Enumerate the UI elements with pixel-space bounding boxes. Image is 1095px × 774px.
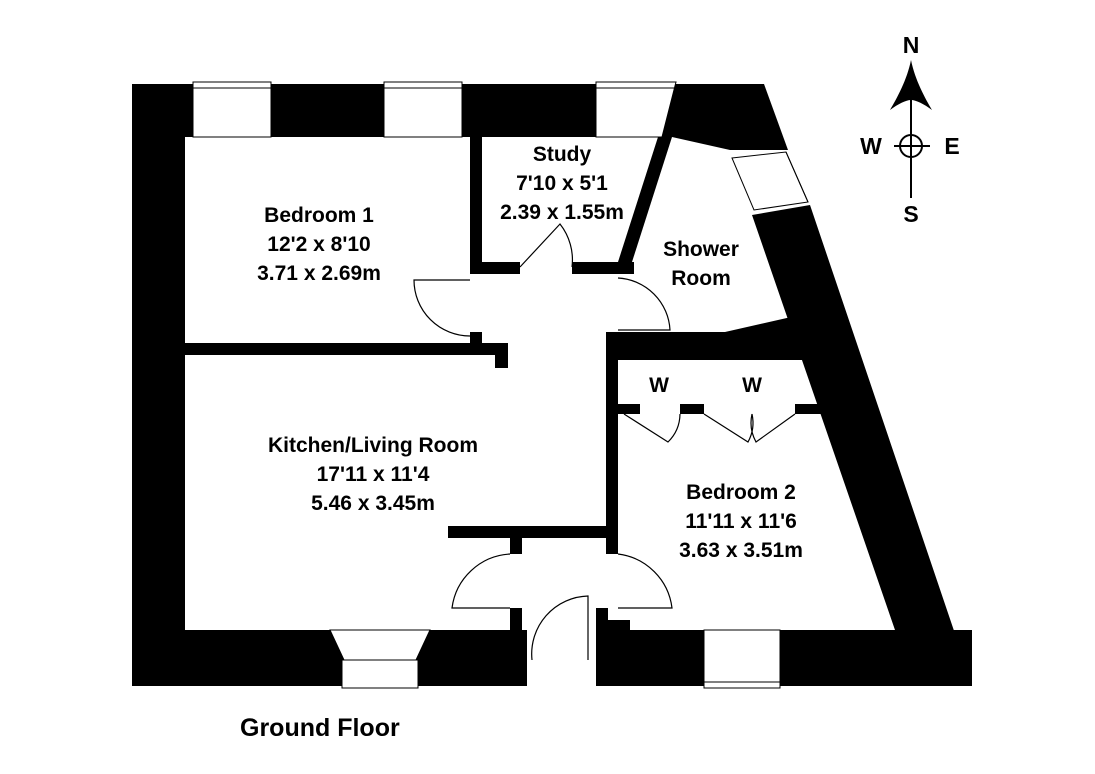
window-kitchen-splay bbox=[329, 629, 431, 661]
wall-entry-right bbox=[596, 608, 608, 633]
wall-bedroom1-kitchen bbox=[185, 343, 508, 355]
left-wall bbox=[132, 84, 185, 686]
room-study-label: Study 7'10 x 5'1 2.39 x 1.55m bbox=[500, 143, 624, 224]
wall-entry-step bbox=[608, 620, 630, 632]
compass-east: E bbox=[944, 133, 959, 159]
room-shower-label: Shower Room bbox=[663, 238, 739, 290]
wall-kitchen-hall bbox=[448, 526, 618, 538]
compass-west: W bbox=[860, 133, 882, 159]
wall-hall-jamb-left bbox=[510, 538, 522, 554]
compass: N S E W bbox=[860, 32, 960, 227]
window-bedroom2 bbox=[703, 629, 781, 689]
wardrobe-label-2: W bbox=[742, 374, 762, 397]
room-imperial: 17'11 x 11'4 bbox=[317, 463, 430, 486]
room-metric: 5.46 x 3.45m bbox=[311, 492, 435, 515]
top-right-wall bbox=[672, 84, 788, 150]
room-name: Bedroom 1 bbox=[264, 204, 374, 227]
room-name: Study bbox=[533, 143, 592, 166]
wardrobe-rail-3 bbox=[795, 404, 825, 414]
wall-study-bottom-right bbox=[572, 262, 634, 274]
room-metric: 3.63 x 3.51m bbox=[679, 539, 803, 562]
wardrobe-rail-1 bbox=[618, 404, 640, 414]
wardrobe-door-1 bbox=[623, 413, 681, 443]
window-kitchen bbox=[341, 659, 419, 689]
north-arrow-icon bbox=[890, 60, 932, 110]
wardrobe-rail-2 bbox=[680, 404, 704, 414]
room-name-line1: Shower bbox=[663, 238, 739, 261]
wall-shower-bedroom2 bbox=[606, 315, 850, 360]
room-metric: 2.39 x 1.55m bbox=[500, 201, 624, 224]
door-bedroom1 bbox=[413, 279, 471, 337]
wall-bedroom1-study bbox=[470, 137, 482, 274]
room-name: Bedroom 2 bbox=[686, 481, 796, 504]
room-metric: 3.71 x 2.69m bbox=[257, 262, 381, 285]
wardrobe-door-2 bbox=[703, 413, 754, 443]
outer-walls bbox=[132, 84, 972, 686]
bottom-wall-right bbox=[596, 630, 972, 686]
wardrobe-label-1: W bbox=[649, 374, 669, 397]
wall-study-shower bbox=[618, 137, 672, 262]
right-diagonal-wall bbox=[752, 205, 972, 684]
wall-bedroom2-left bbox=[606, 410, 618, 550]
wall-study-bottom-left bbox=[470, 262, 520, 274]
room-bedroom1-label: Bedroom 1 12'2 x 8'10 3.71 x 2.69m bbox=[257, 204, 381, 285]
inner-walls bbox=[185, 137, 850, 633]
doors bbox=[413, 223, 796, 661]
room-imperial: 12'2 x 8'10 bbox=[267, 233, 370, 256]
compass-ring bbox=[899, 134, 923, 158]
wall-bedroom1-door-jamb bbox=[470, 332, 482, 355]
wall-shower-jamb bbox=[606, 262, 618, 274]
windows bbox=[192, 81, 809, 689]
room-name: Kitchen/Living Room bbox=[268, 434, 478, 457]
door-study bbox=[519, 223, 574, 268]
window-study bbox=[595, 81, 677, 138]
compass-south: S bbox=[903, 201, 918, 227]
floor-label: Ground Floor bbox=[240, 714, 400, 742]
wall-stub-hall bbox=[495, 343, 508, 368]
window-bedroom1-right bbox=[383, 81, 463, 138]
room-imperial: 7'10 x 5'1 bbox=[516, 172, 608, 195]
room-bedroom2-label: Bedroom 2 11'11 x 11'6 3.63 x 3.51m bbox=[679, 481, 803, 562]
compass-north: N bbox=[903, 32, 920, 58]
door-shower bbox=[617, 277, 671, 331]
wall-bedroom2-left-top bbox=[606, 360, 618, 410]
wall-hall-jamb-right bbox=[606, 538, 618, 554]
door-kitchen bbox=[451, 553, 511, 609]
bottom-wall-left bbox=[132, 630, 527, 686]
wardrobe-door-3 bbox=[750, 413, 796, 443]
door-bedroom2 bbox=[617, 553, 673, 609]
door-entrance bbox=[531, 595, 589, 661]
window-shower bbox=[731, 151, 809, 211]
room-name-line2: Room bbox=[671, 267, 731, 290]
window-bedroom1-left bbox=[192, 81, 272, 138]
room-imperial: 11'11 x 11'6 bbox=[685, 510, 797, 533]
wall-entry-left bbox=[510, 608, 522, 633]
room-kitchen-label: Kitchen/Living Room 17'11 x 11'4 5.46 x … bbox=[268, 434, 478, 515]
